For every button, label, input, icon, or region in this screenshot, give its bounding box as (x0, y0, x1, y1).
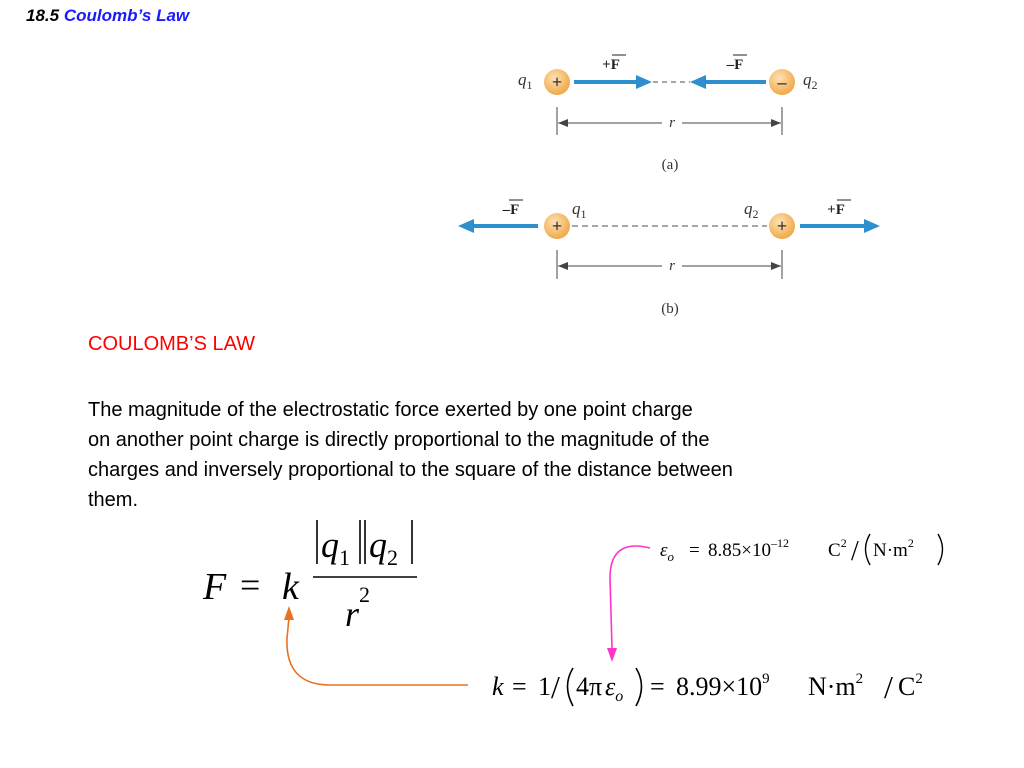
b-q1-label: q1 (572, 199, 587, 221)
b-arrow-left-head (458, 219, 474, 233)
force-symbol: F (202, 566, 227, 608)
k-const-symbol: k (492, 672, 504, 701)
k-paren-right (635, 667, 643, 707)
epsilon-equation: εo = 8.85×10–12 C2 / N·m2 (660, 533, 944, 567)
a-q1-label: q1 (518, 70, 533, 92)
slide-heading: 18.5 Coulomb’s Law (26, 6, 189, 26)
b-dist-head-left (558, 262, 568, 270)
b-force-plus: +F (827, 202, 845, 218)
equations-area: F = k q1 q2 r2 εo = 8.85×10–12 C2 / N·m2… (202, 520, 944, 707)
epsilon-unit-nm: N·m2 (873, 536, 914, 561)
a-q1-charge (544, 69, 570, 95)
coulomb-equation: F = k q1 q2 r2 (202, 520, 417, 634)
b-distance-label: r (669, 258, 675, 274)
k-slash-2: / (884, 669, 893, 705)
a-dist-head-left (558, 119, 568, 127)
equals-sign: = (240, 565, 260, 605)
k-equation: k = 1 / 4π εo = 8.99×109 N·m2 / C2 (492, 667, 923, 707)
k-const-equals-2: = (650, 672, 665, 701)
k-epsilon: εo (605, 672, 623, 705)
panel-a: q1 + +F –F – q2 r (a) (518, 54, 818, 173)
coulomb-figure: q1 + +F –F – q2 r (a) –F + q1 q2 (458, 54, 880, 317)
b-q2-charge (769, 213, 795, 239)
a-force-minus: –F (726, 57, 744, 73)
epsilon-symbol: εo (660, 540, 675, 564)
k-paren-left (566, 667, 574, 707)
panel-b: –F + q1 q2 + +F r (b) (458, 199, 880, 317)
epsilon-equals: = (689, 540, 700, 561)
k-four-pi: 4π (576, 672, 602, 701)
a-arrow-left-head (690, 75, 706, 89)
b-dist-head-right (771, 262, 781, 270)
b-q2-label: q2 (744, 199, 759, 221)
k-unit-c: C2 (898, 671, 923, 701)
k-unit-nm: N·m2 (808, 671, 863, 701)
q2-symbol: q2 (369, 525, 398, 570)
section-title-link: Coulomb’s Law (63, 6, 190, 25)
a-q2-charge (769, 69, 795, 95)
b-q2-sign: + (777, 216, 787, 236)
paragraph-line: charges and inversely proportional to th… (88, 459, 733, 481)
paragraph-line: The magnitude of the electrostatic force… (88, 399, 693, 421)
k-const-equals: = (512, 672, 527, 701)
epsilon-unit-c: C2 (828, 536, 847, 561)
b-q1-charge (544, 213, 570, 239)
definition-paragraph: The magnitude of the electrostatic force… (88, 395, 733, 515)
a-arrow-right-head (636, 75, 652, 89)
coulombs-law-title: COULOMB’S LAW (88, 333, 256, 355)
b-q1-sign: + (552, 216, 562, 236)
b-caption: (b) (661, 301, 679, 317)
paragraph-line: them. (88, 489, 139, 511)
epsilon-value: 8.85×10–12 (708, 536, 789, 561)
k-value: 8.99×109 (676, 671, 770, 701)
r-squared: r2 (345, 582, 370, 634)
k-const-one: 1 (538, 672, 551, 701)
section-number: 18.5 (26, 6, 60, 25)
k-const-slash: / (551, 669, 560, 705)
a-caption: (a) (662, 157, 679, 173)
paragraph-line: on another point charge is directly prop… (88, 429, 710, 451)
a-q2-sign: – (777, 72, 788, 92)
magenta-connector (607, 545, 651, 662)
orange-connector (284, 606, 468, 686)
b-force-minus: –F (502, 202, 520, 218)
paren-left (864, 533, 871, 566)
a-force-plus: +F (602, 57, 620, 73)
epsilon-slash: / (851, 536, 859, 567)
b-arrow-right-head (864, 219, 880, 233)
q1-symbol: q1 (321, 525, 350, 570)
a-q1-sign: + (552, 72, 562, 92)
a-dist-head-right (771, 119, 781, 127)
a-distance-label: r (669, 115, 675, 131)
k-symbol: k (282, 566, 300, 608)
a-q2-label: q2 (803, 70, 818, 92)
paren-right (937, 533, 944, 566)
